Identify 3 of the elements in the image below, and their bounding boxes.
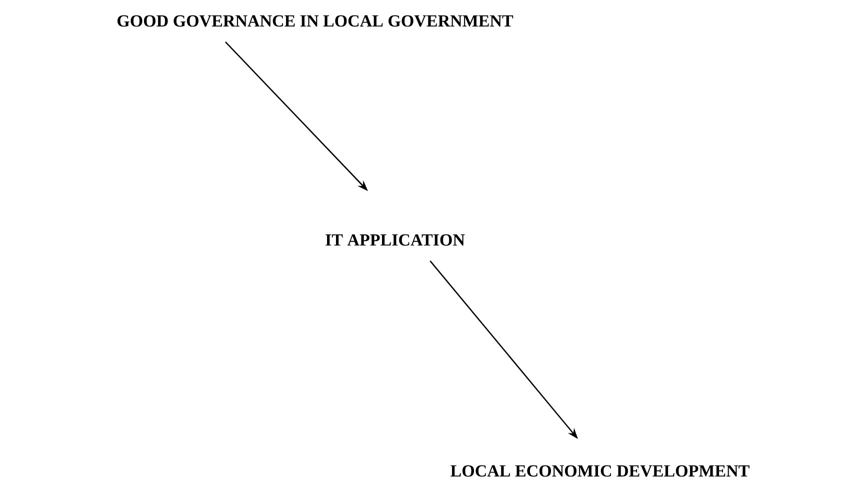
label-text: IT APPLICATION: [326, 234, 465, 246]
label-text: GOOD GOVERNANCE IN LOCAL GOVERNMENT: [118, 15, 514, 27]
label-text: LOCAL ECONOMIC DEVELOPMENT: [450, 465, 750, 477]
